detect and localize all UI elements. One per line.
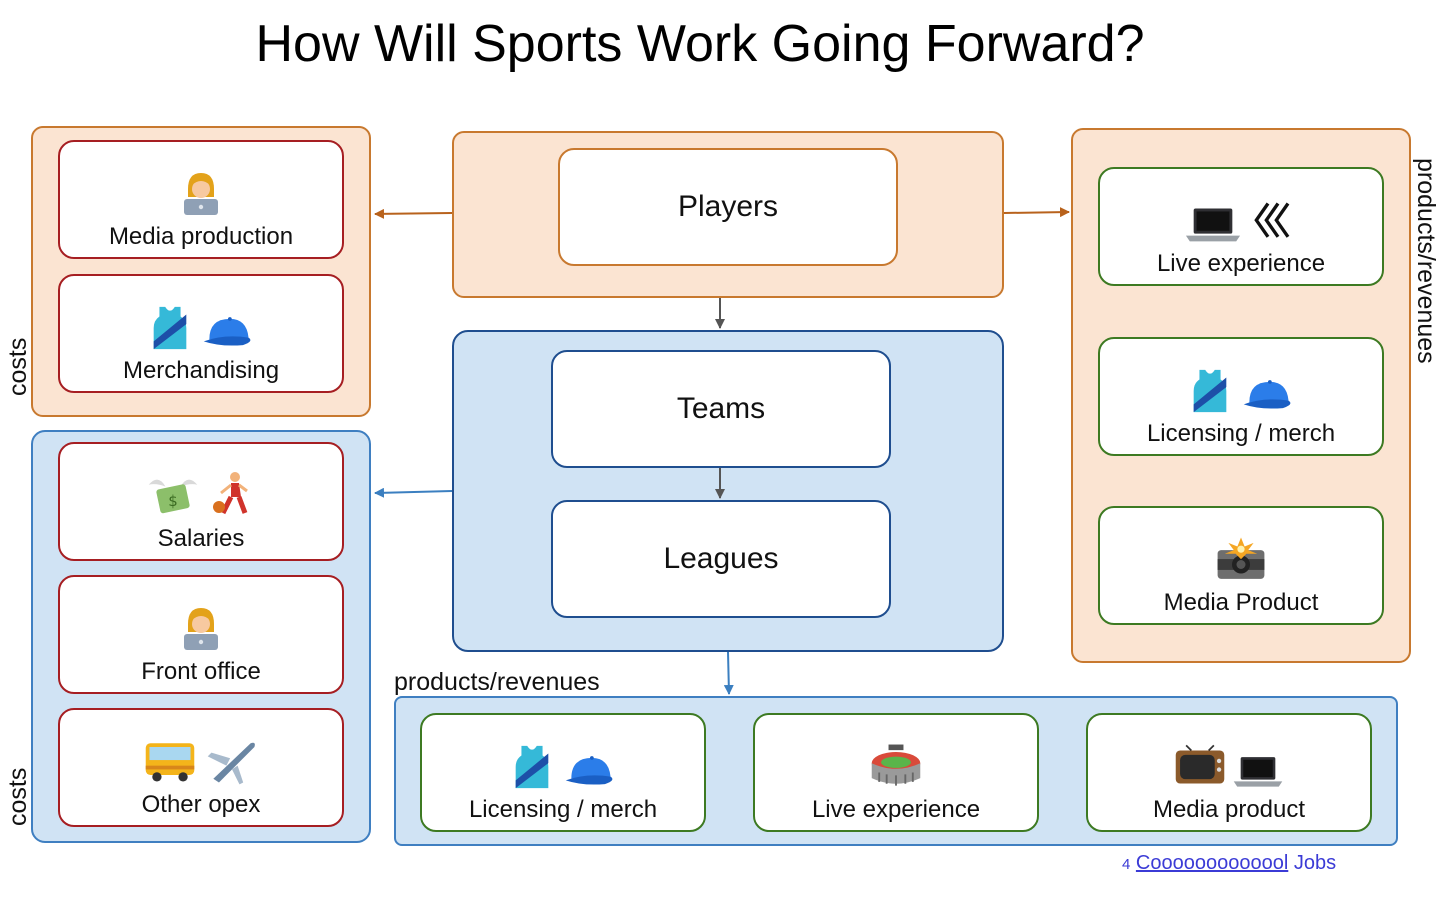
card-front-office: Front office	[58, 575, 344, 694]
arrow-players-to-costs	[374, 208, 453, 219]
teams-box: Teams	[551, 350, 891, 468]
woman-technologist-icon	[176, 602, 226, 652]
tv-icon	[1174, 744, 1226, 790]
watermark-suffix: Jobs	[1293, 852, 1337, 874]
arrow-league-to-revenues	[723, 651, 734, 695]
stadium-icon	[868, 742, 924, 790]
card-label: Salaries	[157, 525, 245, 552]
jersey-icon	[1186, 366, 1234, 414]
card-live-experience-right: Live experience	[1098, 167, 1384, 286]
airplane-icon	[204, 737, 260, 785]
card-other-opex: Other opex	[58, 708, 344, 827]
players-box: Players	[558, 148, 898, 266]
card-media-product-bottom: Media product	[1086, 713, 1372, 832]
card-media-product-right: Media Product	[1098, 506, 1384, 625]
card-label: Media production	[108, 223, 294, 250]
cap-icon	[200, 313, 256, 351]
card-label: Media Product	[1163, 589, 1319, 616]
money-wings-icon	[145, 471, 201, 519]
costs-label-bottom: costs	[4, 767, 32, 826]
card-licensing-merch-right: Licensing / merch	[1098, 337, 1384, 456]
watermark-prefix: 4	[1122, 856, 1131, 873]
card-licensing-merch-bottom: Licensing / merch	[420, 713, 706, 832]
card-label: Licensing / merch	[1146, 420, 1336, 447]
teams-label: Teams	[676, 392, 766, 425]
arrow-league-to-costs	[374, 487, 453, 498]
leagues-box: Leagues	[551, 500, 891, 618]
woman-technologist-icon	[176, 167, 226, 217]
card-live-experience-bottom: Live experience	[753, 713, 1039, 832]
watermark: 4 Cooooooooooool Jobs	[1122, 852, 1336, 875]
leagues-label: Leagues	[663, 542, 779, 575]
revenues-label-bottom: products/revenues	[394, 668, 600, 696]
card-merchandising: Merchandising	[58, 274, 344, 393]
camera-flash-icon	[1214, 537, 1268, 583]
bus-icon	[142, 737, 198, 785]
basketball-player-icon	[207, 469, 257, 519]
watermark-link[interactable]: Cooooooooooool	[1135, 852, 1289, 874]
page-title: How Will Sports Work Going Forward?	[255, 15, 1145, 73]
card-label: Live experience	[1156, 250, 1326, 277]
chevrons-left-icon	[1248, 198, 1298, 244]
cap-icon	[1240, 376, 1296, 414]
card-label: Other opex	[141, 791, 261, 818]
card-label: Front office	[141, 658, 261, 685]
revenues-label-right: products/revenues	[1412, 158, 1440, 364]
card-salaries: Salaries	[58, 442, 344, 561]
laptop-icon	[1232, 752, 1284, 790]
cap-icon	[562, 752, 618, 790]
jersey-icon	[146, 303, 194, 351]
jersey-icon	[508, 742, 556, 790]
card-label: Media product	[1152, 796, 1306, 823]
arrow-players-to-revenues	[1003, 207, 1070, 218]
laptop-icon	[1184, 204, 1242, 244]
card-label: Merchandising	[122, 357, 280, 384]
card-label: Live experience	[811, 796, 981, 823]
card-label: Licensing / merch	[468, 796, 658, 823]
card-media-production: Media production	[58, 140, 344, 259]
players-label: Players	[677, 190, 779, 223]
costs-label-top: costs	[4, 337, 32, 396]
